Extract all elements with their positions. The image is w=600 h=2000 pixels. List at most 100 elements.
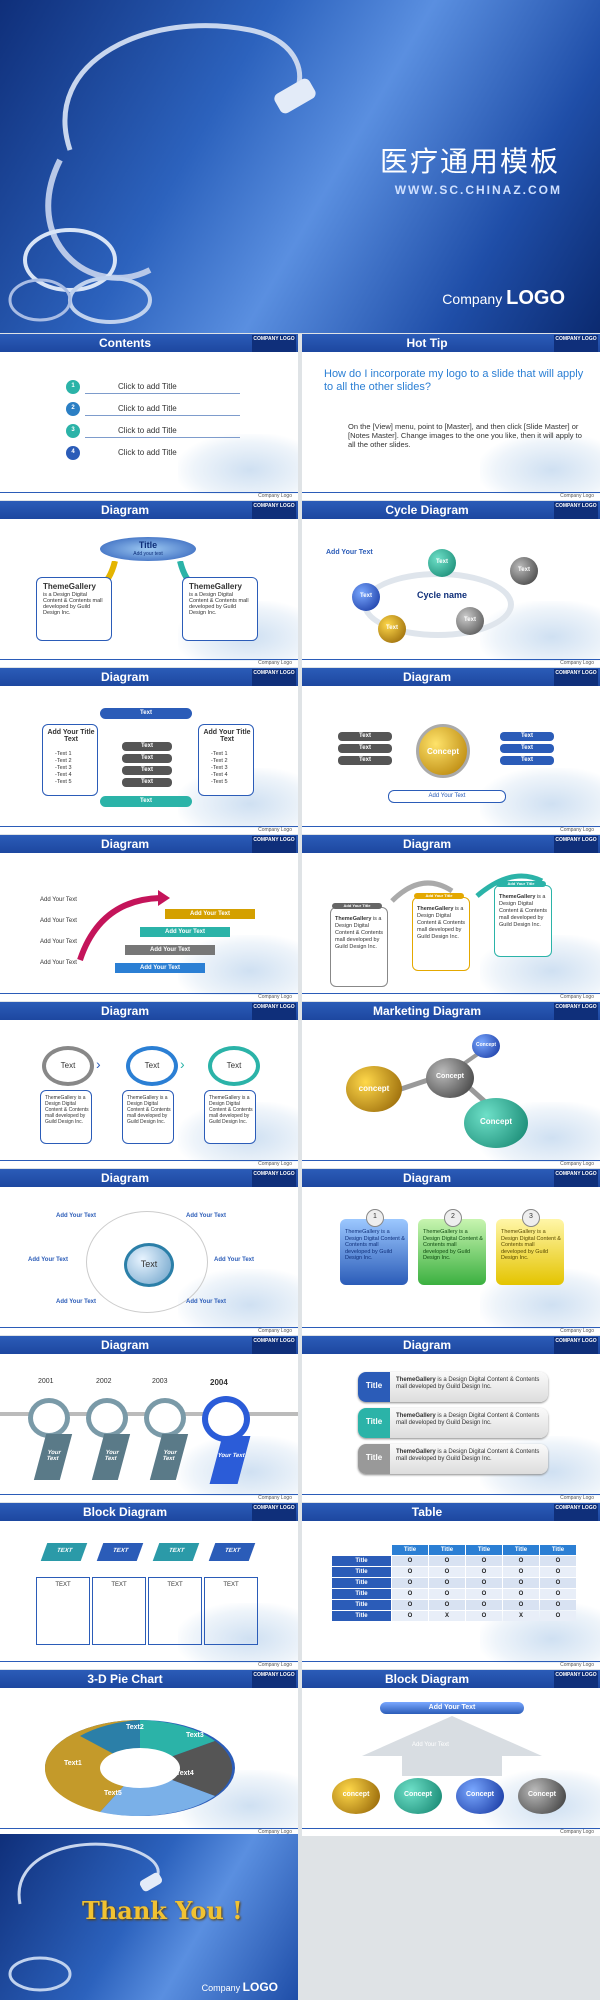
header-logo: COMPANY LOGO [252,1671,296,1688]
slide-footer: Company Logo [560,660,594,666]
block2-mid-label: Add Your Text [412,1742,449,1748]
pie-label: Text5 [104,1790,122,1797]
slide-title: Cycle Diagram [385,503,469,517]
contents-item-2[interactable]: Click to add Title [118,404,177,413]
table-cell: O [429,1556,465,1566]
slide-title: Diagram [402,670,452,684]
slide-footer: Company Logo [560,493,594,499]
step-label: Add Your Text [40,939,77,945]
table-cell: O [429,1589,465,1599]
table-cell: O [540,1567,576,1577]
step-label: Add Your Text [40,918,77,924]
slide-footer: Company Logo [258,827,292,833]
block2-node: Concept [518,1778,566,1814]
table-cell: O [429,1578,465,1588]
cycle-add-text: Add Your Text [326,549,373,556]
contents-item-4[interactable]: Click to add Title [118,448,177,457]
hot-tip-answer: On the [View] menu, point to [Master], a… [348,422,582,449]
diagram10-row-2: Title ThemeGallery is a Design Digital C… [358,1408,548,1438]
contents-num-2: 2 [66,402,80,416]
diagram7-label: Add Your Text [214,1257,255,1263]
diagram6-circle-1: Text [42,1046,94,1086]
slide-footer: Company Logo [258,1662,292,1668]
cycle-center-label: Cycle name [417,590,468,600]
contents-num-3: 3 [66,424,80,438]
diagram6-circle-3: Text [208,1046,260,1086]
timeline-node [144,1398,186,1438]
slide-title: Marketing Diagram [372,1004,482,1018]
slide-footer: Company Logo [560,1662,594,1668]
diagram3-add-text[interactable]: Add Your Text [388,790,506,803]
diagram6-box-2: ThemeGallery is a Design Digital Content… [122,1090,174,1144]
diagram10-row-1: Title ThemeGallery is a Design Digital C… [358,1372,548,1402]
table-row-header: Title [332,1600,391,1610]
table-cell: O [392,1611,428,1621]
slide-footer: Company Logo [258,994,292,1000]
timeline-year: 2001 [38,1378,54,1385]
diagram8-card-2: ThemeGallery is a Design Digital Content… [418,1219,486,1285]
cycle-node-2: Text [510,557,538,585]
thanks-logo: LOGO [242,1980,278,1994]
block-cell: TEXT [148,1577,202,1645]
diagram1-center-title: Title [138,540,158,550]
contents-item-3[interactable]: Click to add Title [118,426,177,435]
block2-top-bar: Add Your Text [380,1702,524,1714]
slide-title: Block Diagram [82,1505,168,1519]
slide-title: Diagram [402,837,452,851]
cover-stethoscope-graphic [8,23,316,324]
contents-item-1[interactable]: Click to add Title [118,382,177,391]
slide-footer: Company Logo [560,827,594,833]
table-cell: O [540,1611,576,1621]
table-row-header: Title [332,1589,391,1599]
slide-title: 3-D Pie Chart [87,1672,163,1686]
slide-footer: Company Logo [258,660,292,666]
table-cell: O [392,1578,428,1588]
table-header-cell: Title [429,1545,465,1555]
diagram7-label: Add Your Text [28,1257,69,1263]
diagram6-circle-2: Text [126,1046,178,1086]
diagram8-num-1: 1 [366,1209,384,1227]
header-logo: COMPANY LOGO [554,335,598,352]
timeline-node-active [202,1396,250,1442]
table-cell: O [466,1589,502,1599]
table-cell: O [392,1589,428,1599]
timeline-node [28,1398,70,1438]
contents-num-1: 1 [66,380,80,394]
table-cell: X [429,1611,465,1621]
timeline-node [86,1398,128,1438]
slide-footer: Company Logo [258,1161,292,1167]
table-cell: O [392,1600,428,1610]
header-logo: COMPANY LOGO [554,502,598,519]
marketing-node-3: Concept [472,1034,500,1058]
header-logo: COMPANY LOGO [252,836,296,853]
slide-title: Diagram [100,1171,150,1185]
diagram8-num-3: 3 [522,1209,540,1227]
thanks-stethoscope-graphic [8,1842,163,1992]
table-row-header: Title [332,1567,391,1577]
